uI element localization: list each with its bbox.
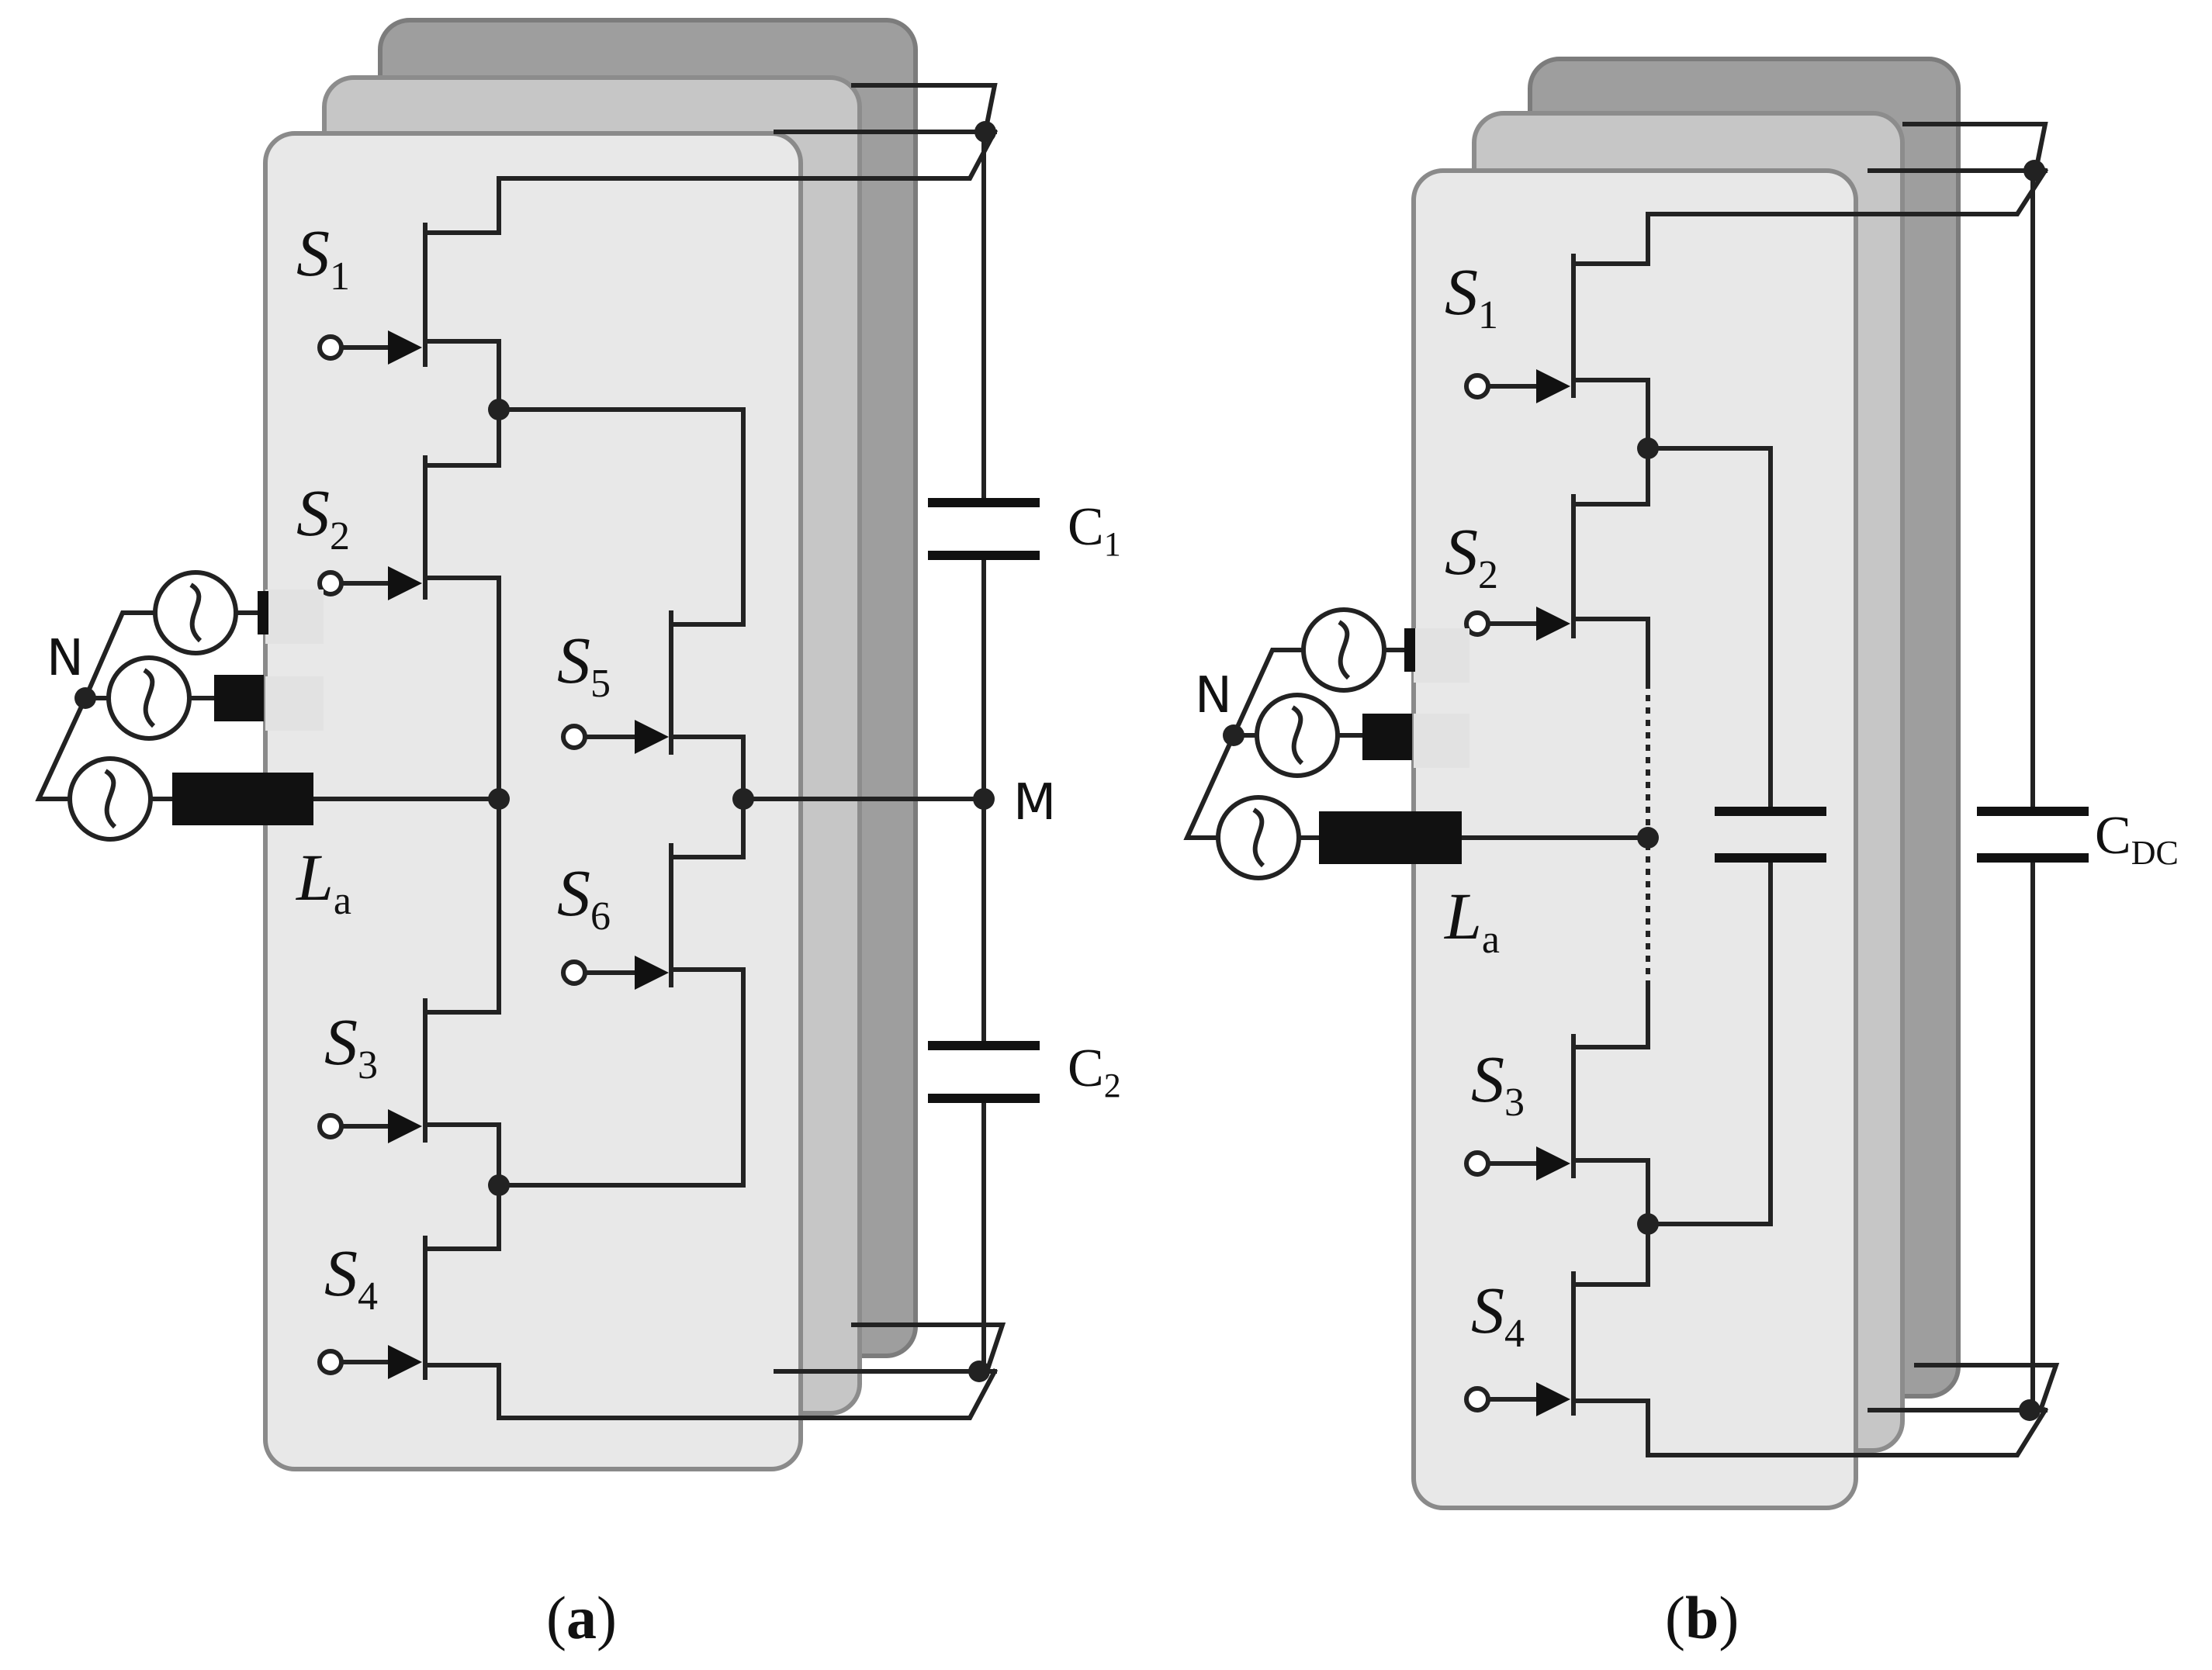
gate-s3 [317, 1109, 422, 1143]
label-inductor: La [1443, 879, 1500, 962]
label-s1: S1 [296, 216, 350, 299]
gate-s5 [561, 720, 669, 754]
inductor-la [1319, 811, 1462, 864]
label-s5: S5 [557, 623, 611, 706]
bus-node-bottom [968, 1361, 990, 1382]
panel-a: S1 S2 S3 S4 S5 S6 C1 C2 N M La (a) [35, 18, 1121, 1651]
switch-chain-b [1571, 212, 1773, 1457]
label-s3: S3 [1471, 1042, 1525, 1125]
capacitor-flying [1715, 807, 1826, 863]
ac-source-phase-a [70, 759, 151, 839]
node-s3-s4 [1637, 1213, 1659, 1235]
label-s2: S2 [296, 475, 350, 558]
label-s6: S6 [557, 856, 611, 939]
node-s1-s2 [1637, 437, 1659, 459]
neutral-node [1223, 724, 1244, 746]
gate-s6 [561, 956, 669, 990]
neutral-node [74, 687, 96, 709]
capacitor-c1 [928, 498, 1040, 560]
label-s2: S2 [1445, 514, 1498, 597]
label-cdc: CDC [2095, 806, 2179, 872]
node-clamp [732, 788, 754, 810]
gate-s2 [317, 566, 422, 600]
label-s4: S4 [324, 1236, 378, 1319]
caption-b: (b) [1665, 1584, 1739, 1651]
ac-source-phase-c [1303, 610, 1384, 690]
label-inductor: La [295, 840, 351, 923]
panel-b: S1 S2 S3 S4 CDC N La (b) [1183, 57, 2179, 1651]
label-neutral: N [1195, 667, 1232, 724]
ac-source-phase-b [109, 658, 189, 738]
gate-s1 [317, 330, 422, 365]
ac-source-phase-a [1218, 797, 1299, 878]
label-s1: S1 [1445, 254, 1498, 337]
gate-s2 [1464, 607, 1570, 641]
capacitor-cdc [1977, 807, 2089, 863]
capacitor-c2 [928, 1041, 1040, 1103]
bus-node-bottom [2019, 1399, 2041, 1421]
ac-source-phase-b [1257, 695, 1338, 776]
label-neutral: N [47, 630, 84, 687]
gate-s1 [1464, 369, 1570, 403]
label-midpoint: M [1013, 774, 1056, 832]
switch-chain-clamp [497, 407, 986, 1188]
label-c2: C2 [1068, 1039, 1121, 1105]
ac-source-phase-c [155, 572, 236, 653]
inductor-la [172, 773, 313, 825]
ac-sources [1183, 628, 1650, 840]
label-s3: S3 [324, 1004, 378, 1087]
caption-a: (a) [546, 1584, 617, 1651]
gate-s3 [1464, 1146, 1570, 1181]
label-s4: S4 [1471, 1273, 1525, 1356]
ac-sources [35, 590, 501, 801]
label-c1: C1 [1068, 497, 1121, 563]
gate-s4 [317, 1345, 422, 1379]
gate-s4 [1464, 1382, 1570, 1416]
switch-chain-left [423, 176, 501, 1420]
